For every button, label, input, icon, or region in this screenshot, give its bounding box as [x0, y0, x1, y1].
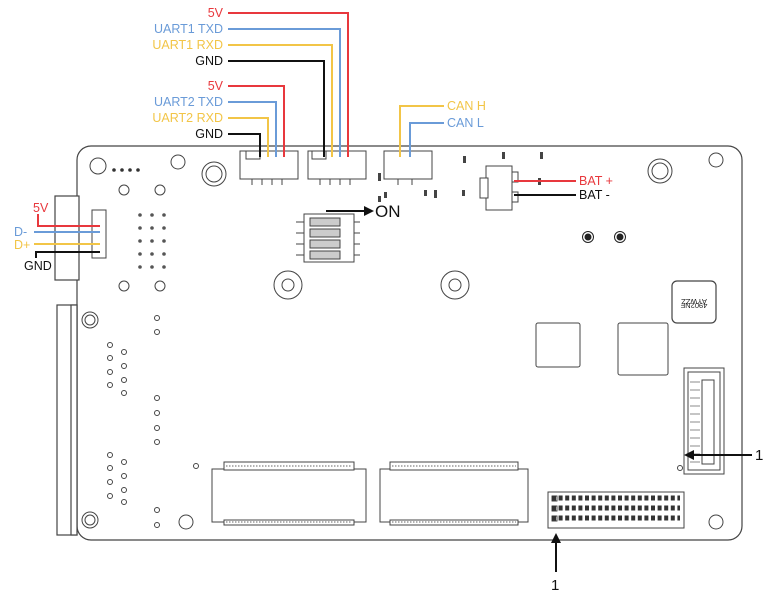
label-uart2-rxd: UART2 RXD [152, 111, 223, 125]
callout-labels: ON 1 1 [375, 202, 763, 594]
fpc-connector [677, 367, 725, 475]
battery-connector [479, 165, 519, 211]
usb-wires [34, 214, 100, 258]
label-uart1-rxd: UART1 RXD [152, 38, 223, 52]
left-vias [107, 315, 199, 528]
label-uart1-gnd: GND [195, 54, 223, 68]
label-uart2-txd: UART2 TXD [154, 95, 223, 109]
label-dip-on: ON [375, 202, 401, 221]
crystal-chip: AYWZZ 4902NF [671, 280, 717, 324]
mounting-holes [81, 152, 724, 530]
board-outline [54, 145, 743, 541]
slot-right [379, 461, 529, 526]
label-uart1-5v: 5V [208, 6, 224, 20]
can-connector [383, 150, 433, 185]
label-pin1-right: 1 [755, 447, 763, 464]
label-can-l: CAN L [447, 116, 484, 130]
label-bat-minus: BAT - [579, 188, 610, 202]
square-chips [535, 322, 669, 376]
label-uart1-txd: UART1 TXD [154, 22, 223, 36]
usb-header [91, 184, 166, 292]
gpio-header [547, 491, 685, 529]
round-pads [582, 231, 626, 243]
label-usb-dplus: D+ [14, 238, 30, 252]
annotation-arrows [326, 206, 752, 572]
label-uart2-gnd: GND [195, 127, 223, 141]
wire-labels: 5V UART1 TXD UART1 RXD GND 5V UART2 TXD … [14, 6, 613, 273]
uart1-connector [307, 150, 367, 185]
label-usb-5v: 5V [33, 201, 49, 215]
via-grid [138, 213, 166, 269]
label-uart2-5v: 5V [208, 79, 224, 93]
chip-marking-line2: 4902NF [680, 301, 707, 310]
bat-wires [514, 180, 576, 196]
can-wires [399, 105, 444, 157]
slot-left [211, 461, 367, 526]
label-usb-gnd: GND [24, 259, 52, 273]
label-can-h: CAN H [447, 99, 486, 113]
label-usb-dminus: D- [14, 225, 27, 239]
led-dots [112, 168, 140, 172]
uart1-wires [228, 12, 349, 157]
label-bat-plus: BAT + [579, 174, 613, 188]
dip-switch [296, 213, 360, 263]
label-pin1-bottom: 1 [551, 577, 559, 594]
uart2-wires [228, 85, 285, 157]
chip-marking-line1: AYWZZ [681, 297, 707, 306]
